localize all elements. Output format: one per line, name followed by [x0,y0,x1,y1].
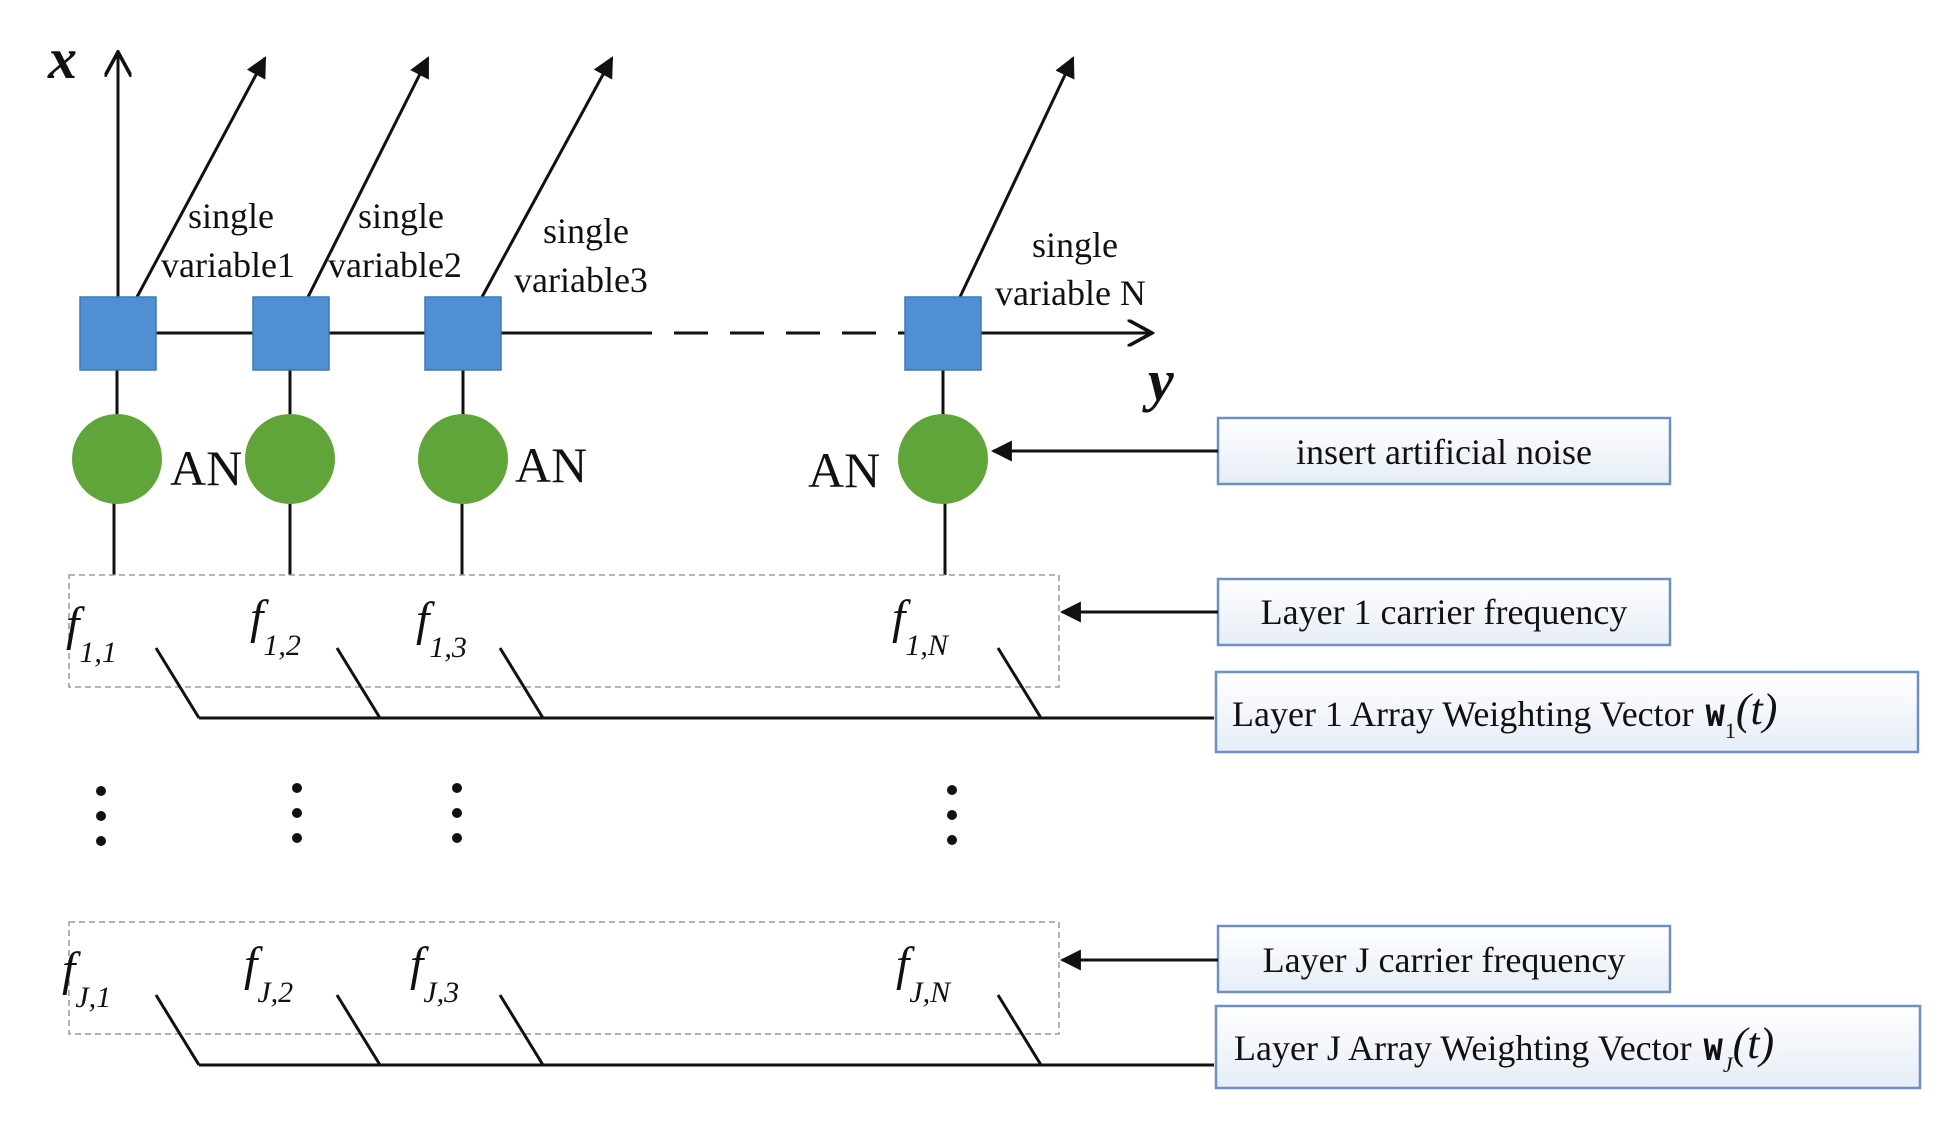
ellipsis-2 [292,783,302,843]
noise-node-3 [418,414,508,504]
layer1-tap-2 [335,647,382,719]
layer1-carrier-label: Layer 1 carrier frequency [1261,592,1628,632]
layer1-tap-N [996,647,1043,719]
antenna-element-2 [252,296,330,371]
antenna-element-1 [79,296,157,371]
variable3-label-line2: variable3 [514,260,648,300]
noise-box-label: insert artificial noise [1296,432,1592,472]
layerJ-carrier-box [1216,924,1672,994]
layer1-weight-box [1214,670,1920,754]
an-label-1: AN [170,440,242,496]
ellipsis-N [947,785,957,845]
layer1-freq-N: f1,N [892,591,950,662]
layerJ-freq-3: fJ,3 [410,938,459,1009]
layerJ-weight-box [1214,1004,1922,1090]
variableN-arrow [958,56,1075,298]
noise-node-N [898,414,988,504]
variable3-label-line1: single [543,211,629,251]
layerJ-tap-2 [335,994,382,1066]
layerJ-tap-3 [498,994,545,1066]
an-label-3: AN [515,437,587,493]
layerJ-frame [68,921,1060,1035]
layerJ-freq-2: fJ,2 [244,938,293,1009]
x-axis-label: x [47,26,77,91]
layer1-freq-2: f1,2 [250,591,301,662]
layerJ-tap-1 [154,994,201,1066]
layerJ-freq-N: fJ,N [896,938,952,1009]
layer1-tap-3 [498,647,545,719]
layer1-tap-1 [154,647,201,719]
layer1-frame [68,574,1060,688]
variable2-label-line1: single [358,196,444,236]
an-label-N: AN [808,442,880,498]
variableN-label-line1: single [1032,225,1118,265]
ellipsis-1 [96,786,106,846]
ellipsis-3 [452,783,462,843]
variable1-label-line2: variable1 [161,245,295,285]
variableN-label-line2: variable N [995,273,1146,313]
variable1-arrow [135,56,267,298]
antenna-element-3 [424,296,502,371]
layer1-freq-1: f1,1 [66,598,117,669]
noise-box [1216,416,1672,486]
noise-node-2 [245,414,335,504]
noise-node-1 [72,414,162,504]
y-axis-label: y [1142,348,1174,413]
layer1-freq-3: f1,3 [416,593,467,664]
variable3-arrow [480,56,614,298]
layerJ-carrier-label: Layer J carrier frequency [1263,940,1626,980]
variable1-label-line1: single [188,196,274,236]
antenna-element-N [904,296,982,371]
layer1-carrier-box [1216,577,1672,647]
variable2-arrow [306,56,430,298]
variable2-label-line2: variable2 [328,245,462,285]
layerJ-tap-N [996,994,1043,1066]
